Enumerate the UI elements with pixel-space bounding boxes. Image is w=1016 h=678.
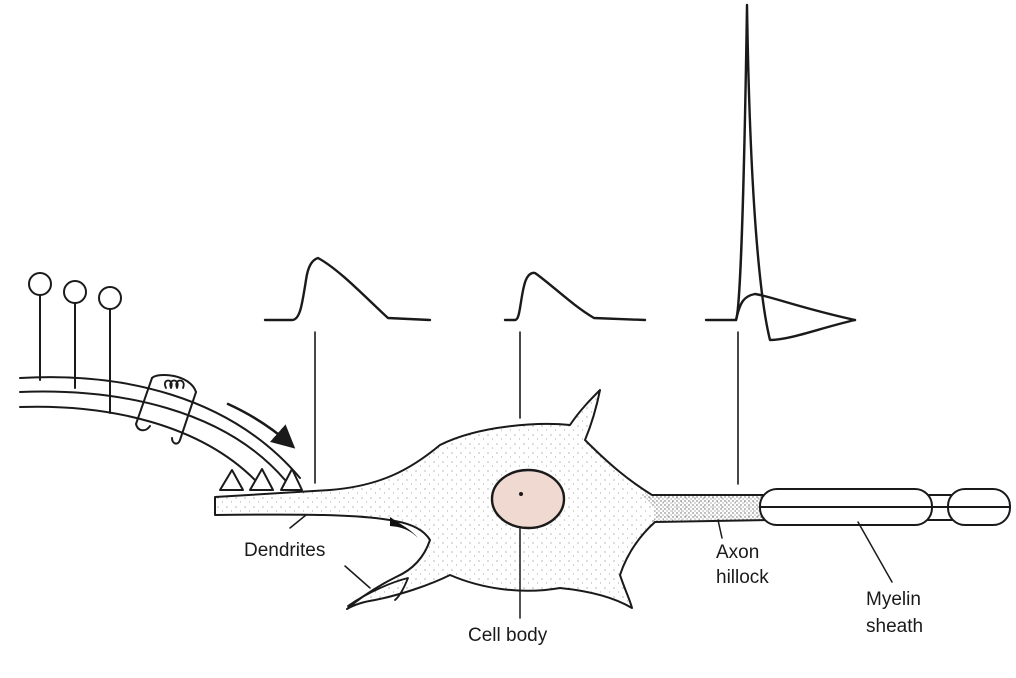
receptor-stalk	[63, 280, 87, 389]
myelin-sheath-label-line1: Myelin	[866, 589, 921, 610]
signal-direction-arrow	[226, 402, 296, 449]
synaptic-terminals	[219, 468, 303, 491]
synaptic-terminal	[280, 468, 303, 491]
axon-hillock-label-line2: hillock	[716, 567, 769, 588]
synaptic-terminal	[219, 469, 244, 491]
receptor-stalk	[98, 286, 122, 414]
leader-lines	[289, 514, 893, 619]
synaptic-terminal	[249, 468, 274, 491]
presynaptic-axon	[19, 376, 301, 481]
ion-channel-coil	[135, 374, 197, 445]
myelin-sheath-label-line2: sheath	[866, 616, 923, 637]
recording-trace-cell-body	[503, 271, 647, 419]
dendrite-shadow	[390, 517, 418, 538]
dendrites-label: Dendrites	[244, 540, 325, 561]
receptor-stalks	[28, 272, 122, 414]
recording-trace-axon-hillock	[704, 3, 857, 485]
hillock-stipple	[640, 494, 770, 522]
recording-trace-dendrite	[263, 256, 432, 484]
nucleolus	[519, 492, 523, 496]
receptor-stalk	[28, 272, 52, 381]
cell-body-label: Cell body	[468, 625, 548, 646]
nucleus	[490, 468, 566, 530]
axon-hillock-label-line1: Axon	[716, 542, 759, 563]
